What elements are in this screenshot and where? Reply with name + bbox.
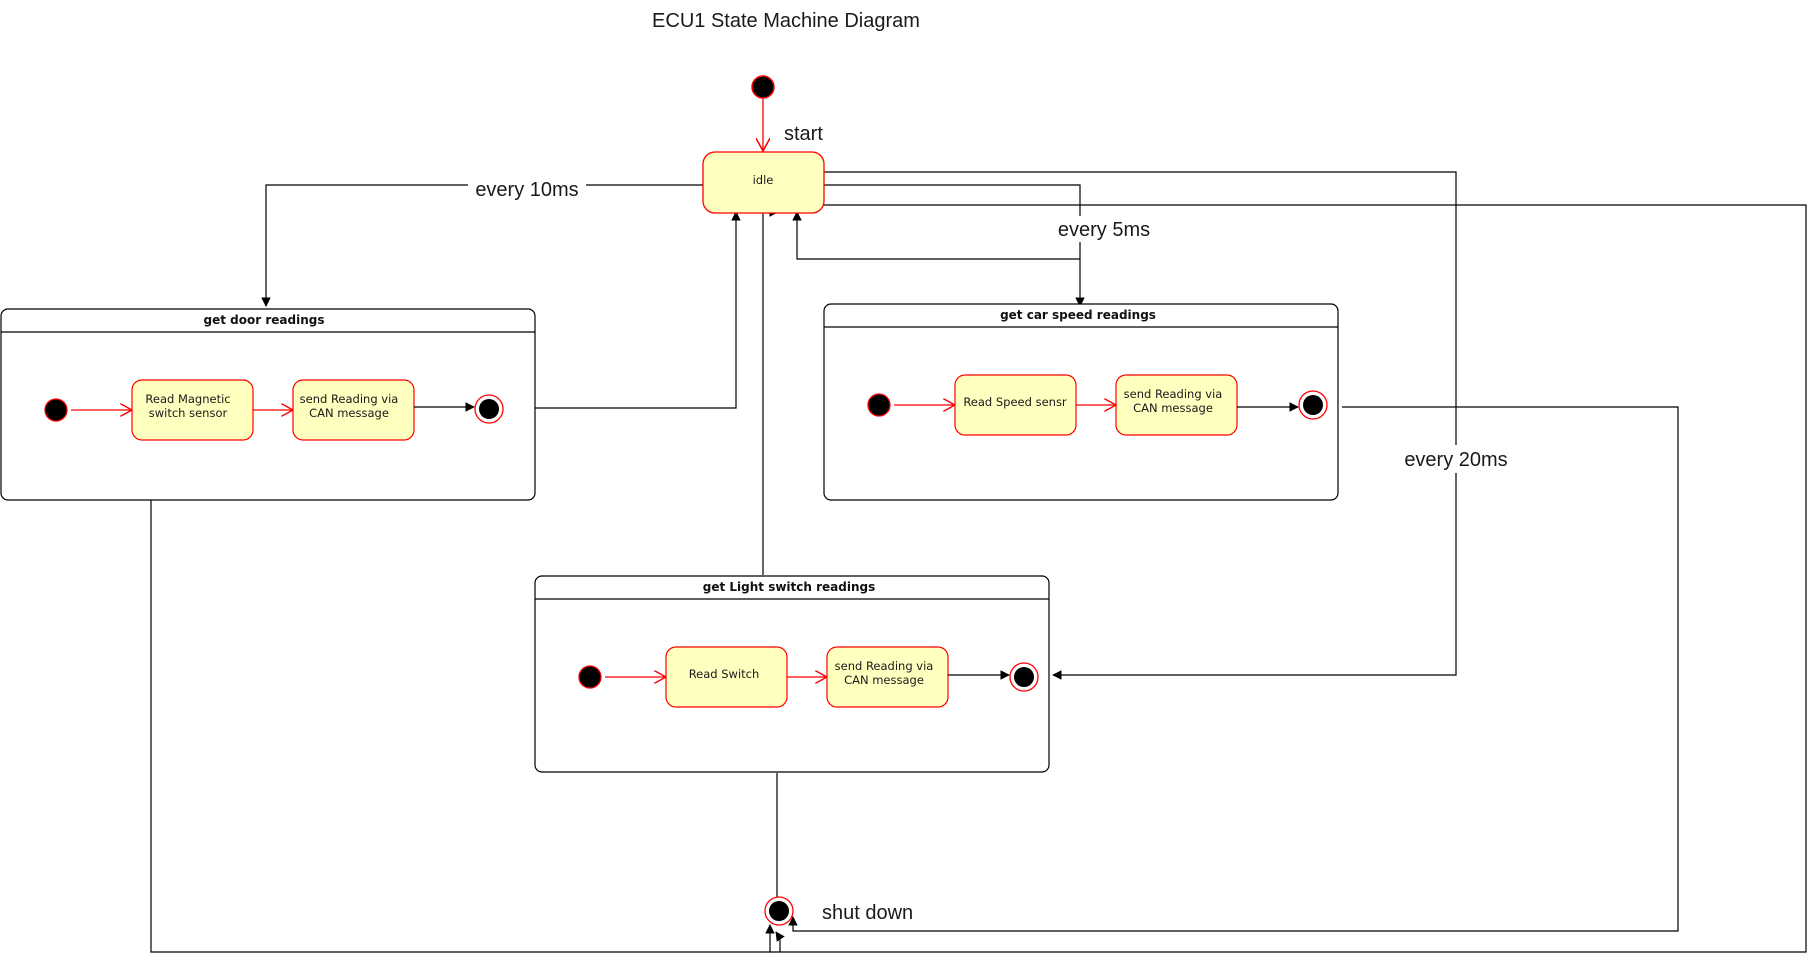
light-initial-node [578, 665, 602, 689]
transitions [150, 171, 1807, 953]
speed-title: get car speed readings [1000, 308, 1156, 322]
transition-speed-to-shutdown [788, 406, 1679, 932]
door-send-state[interactable] [292, 379, 415, 441]
transition-door-to-idle [535, 211, 741, 409]
shutdown-final-node-inner [769, 901, 789, 921]
transition-idle-to-light [823, 171, 1457, 680]
door-read-line-1: Read Magnetic [145, 392, 230, 406]
speed-read-line-1: Read Speed sensr [963, 395, 1067, 409]
label-every-20ms: every 20ms [1404, 449, 1507, 471]
idle-label: idle [753, 173, 774, 187]
light-composite-state[interactable]: get Light switch readings Read Switch se… [534, 575, 1050, 773]
transition-idle-to-door [261, 184, 703, 307]
speed-composite-state[interactable]: get car speed readings Read Speed sensr … [823, 303, 1339, 501]
light-read-line-1: Read Switch [689, 667, 760, 681]
transition-idle-to-shutdown [765, 204, 1807, 953]
light-send-line-1: send Reading via [835, 659, 934, 673]
speed-initial-node [867, 393, 891, 417]
light-send-state[interactable] [826, 646, 949, 708]
door-send-line-1: send Reading via [300, 392, 399, 406]
door-final-node-inner [479, 399, 499, 419]
initial-node [751, 75, 775, 99]
speed-send-line-1: send Reading via [1124, 387, 1223, 401]
transition-speed-to-idle [792, 211, 1080, 260]
door-title: get door readings [204, 313, 325, 327]
door-send-line-2: CAN message [309, 406, 389, 420]
speed-send-state[interactable] [1115, 374, 1238, 436]
door-composite-state[interactable]: get door readings Read Magnetic switch s… [0, 308, 536, 501]
label-every-5ms: every 5ms [1058, 219, 1150, 241]
transition-door-to-shutdown [150, 500, 770, 953]
label-shut-down: shut down [822, 902, 913, 924]
door-initial-node [44, 398, 68, 422]
transition-shutdown-feedback [775, 931, 785, 952]
diagram-title: ECU1 State Machine Diagram [652, 10, 920, 32]
label-every-10ms: every 10ms [475, 179, 578, 201]
door-read-line-2: switch sensor [149, 406, 228, 420]
speed-final-node-inner [1303, 395, 1323, 415]
speed-send-line-2: CAN message [1133, 401, 1213, 415]
light-final-node-inner [1014, 667, 1034, 687]
light-title: get Light switch readings [703, 580, 876, 594]
label-start: start [784, 123, 823, 145]
light-send-line-2: CAN message [844, 673, 924, 687]
transition-idle-to-speed [823, 184, 1085, 307]
idle-state[interactable] [702, 151, 825, 214]
